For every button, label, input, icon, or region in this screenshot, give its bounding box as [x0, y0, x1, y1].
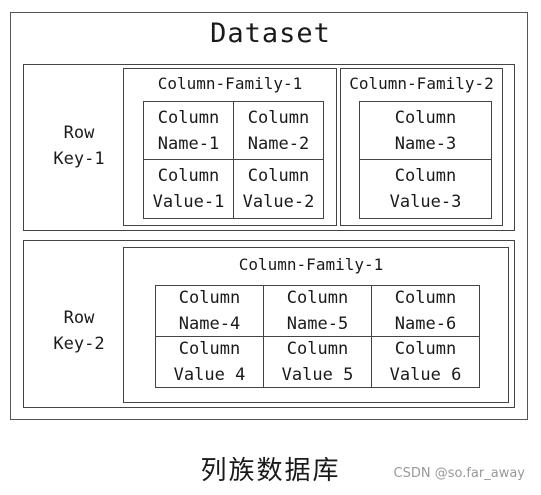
cell-text: Name-1: [157, 133, 220, 154]
dataset-title: Dataset: [210, 18, 331, 49]
row-key-1-line2: Key-1: [53, 149, 105, 169]
cell-text: Column: [178, 288, 241, 308]
row2-column-value-4: Column Value 4: [155, 336, 264, 388]
cell-text: Value-3: [389, 192, 462, 212]
cell-text: Name-3: [394, 133, 457, 154]
cell-text: Column: [157, 107, 220, 128]
cell-text: Column: [394, 288, 457, 308]
row1-column-name-1: Column Name-1: [143, 101, 234, 160]
cell-text: Column: [394, 166, 457, 186]
row-key-1-line1: Row: [63, 123, 95, 143]
cell-text: Column: [247, 166, 310, 186]
watermark: CSDN @so.far_away: [393, 466, 525, 481]
row1-column-value-1: Column Value-1: [143, 159, 234, 219]
cell-text: Name-5: [286, 314, 349, 334]
cell-text: Column: [286, 339, 349, 359]
row1-family-2-title: Column-Family-2: [349, 74, 494, 93]
cell-text: Column: [157, 166, 220, 186]
row-key-2-line2: Key-2: [53, 334, 105, 354]
row1-column-name-3: Column Name-3: [359, 101, 492, 160]
cell-text: Name-2: [247, 133, 310, 154]
cell-text: Column: [178, 339, 241, 359]
row1-column-name-2: Column Name-2: [233, 101, 324, 160]
cell-text: Column: [286, 288, 349, 308]
figure-caption: 列族数据库: [200, 456, 341, 486]
row2-column-name-5: Column Name-5: [263, 285, 372, 337]
row-key-2-line1: Row: [63, 308, 95, 328]
row1-column-value-3: Column Value-3: [359, 159, 492, 219]
cell-text: Column: [247, 107, 310, 128]
cell-text: Value-1: [152, 192, 225, 212]
row2-column-name-4: Column Name-4: [155, 285, 264, 337]
row2-family-1-title: Column-Family-1: [238, 255, 384, 274]
cell-text: Name-6: [394, 314, 457, 334]
row2-column-name-6: Column Name-6: [371, 285, 480, 337]
row1-family-1-title: Column-Family-1: [157, 74, 303, 93]
cell-text: Column: [394, 107, 457, 128]
cell-text: Value 4: [173, 365, 246, 385]
row-key-2-label: Row Key-2: [40, 305, 118, 357]
row2-column-value-5: Column Value 5: [263, 336, 372, 388]
row1-column-value-2: Column Value-2: [233, 159, 324, 219]
row2-column-value-6: Column Value 6: [371, 336, 480, 388]
row-key-1-label: Row Key-1: [40, 120, 118, 172]
cell-text: Column: [394, 339, 457, 359]
cell-text: Value 5: [281, 365, 354, 385]
cell-text: Name-4: [178, 314, 241, 334]
cell-text: Value 6: [389, 365, 462, 385]
cell-text: Value-2: [242, 192, 315, 212]
